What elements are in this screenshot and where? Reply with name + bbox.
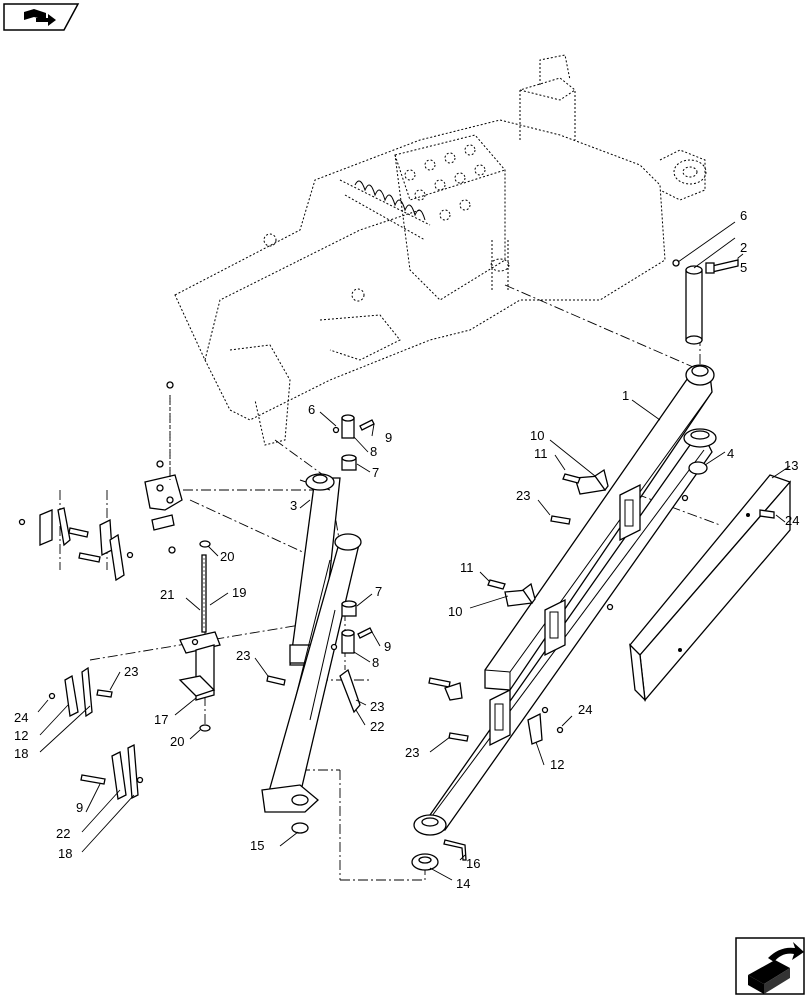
shield-13	[629, 474, 792, 702]
callout-14: 14	[456, 876, 470, 891]
callout-16: 16	[466, 856, 480, 871]
callout-9-mid: 9	[384, 639, 391, 654]
washer-14	[411, 853, 439, 871]
callout-23-center-left: 23	[236, 648, 250, 663]
bracket-22-center	[339, 668, 361, 714]
rod-19	[201, 554, 207, 633]
callout-24-right: 24	[785, 513, 799, 528]
callout-23-lower-right: 23	[405, 745, 419, 760]
callout-24-mid: 24	[578, 702, 592, 717]
pin-8-mid	[341, 629, 355, 654]
bracket-17	[178, 631, 221, 701]
screws-9-arm3	[330, 419, 375, 651]
washer-4	[688, 461, 708, 475]
bolt-5	[705, 259, 739, 274]
pin-16	[443, 839, 467, 861]
callout-22-center: 22	[370, 719, 384, 734]
callout-12-left: 12	[14, 728, 28, 743]
callout-18-lower: 18	[58, 846, 72, 861]
arm-assembly-3	[261, 473, 362, 813]
callout-2-top: 2	[740, 240, 747, 255]
screws-right	[428, 473, 689, 742]
callout-23-center-right: 23	[370, 699, 384, 714]
callout-21: 21	[160, 587, 174, 602]
leader-lines	[37, 221, 791, 881]
bushing-7-mid	[341, 600, 357, 617]
callout-11-lower: 11	[460, 560, 474, 575]
callout-7-mid: 7	[375, 584, 382, 599]
washer-20-bottom	[199, 724, 211, 732]
callout-22-left: 22	[56, 826, 70, 841]
pin-2	[685, 265, 703, 345]
callout-3: 3	[290, 498, 297, 513]
callout-19: 19	[232, 585, 246, 600]
callout-4: 4	[727, 446, 734, 461]
arm-assembly-1	[413, 364, 717, 836]
callout-7-top: 7	[372, 465, 379, 480]
washer-20-top	[199, 540, 211, 548]
bushing-7-top	[341, 454, 357, 471]
callout-6-mid: 6	[308, 402, 315, 417]
bolts-24-mid	[541, 706, 564, 734]
callout-8-top: 8	[370, 444, 377, 459]
callout-23-left: 23	[124, 664, 138, 679]
bushing-15	[291, 822, 309, 834]
callout-6-top: 6	[740, 208, 747, 223]
callout-11-upper: 11	[534, 446, 548, 461]
callout-20-bottom: 20	[170, 734, 184, 749]
nut-6-top	[672, 259, 680, 267]
screw-23-center	[266, 675, 286, 686]
callout-5-top: 5	[740, 260, 747, 275]
book-arrow-icon[interactable]	[3, 3, 80, 31]
callout-20-top: 20	[220, 549, 234, 564]
clip-10-upper	[574, 468, 609, 495]
callout-17: 17	[154, 712, 168, 727]
navigation-arrow-icon[interactable]	[735, 937, 805, 995]
callout-24-left: 24	[14, 710, 28, 725]
callout-18-upper: 18	[14, 746, 28, 761]
callout-12-right: 12	[550, 757, 564, 772]
callout-15: 15	[250, 838, 264, 853]
center-lines	[59, 284, 721, 881]
callout-8-mid: 8	[372, 655, 379, 670]
pin-8-top	[341, 414, 355, 439]
clip-10-lower	[504, 582, 536, 607]
callout-13: 13	[784, 458, 798, 473]
callout-23-upper: 23	[516, 488, 530, 503]
bracket-12-right	[444, 682, 543, 745]
callout-9-left: 9	[76, 800, 83, 815]
callout-1: 1	[622, 388, 629, 403]
tractor-ghost-outline	[174, 54, 707, 446]
left-bracket-cluster	[18, 381, 183, 582]
callout-10-upper: 10	[530, 428, 544, 443]
bolt-24-right	[759, 509, 775, 519]
callout-9-top: 9	[385, 430, 392, 445]
callout-labels: 1 2 3 4 5 6 6 7 7 8 8 9 9 9 10 10 11 11 …	[14, 208, 799, 891]
callout-10-lower: 10	[448, 604, 462, 619]
brackets-12-18-left	[48, 666, 144, 800]
